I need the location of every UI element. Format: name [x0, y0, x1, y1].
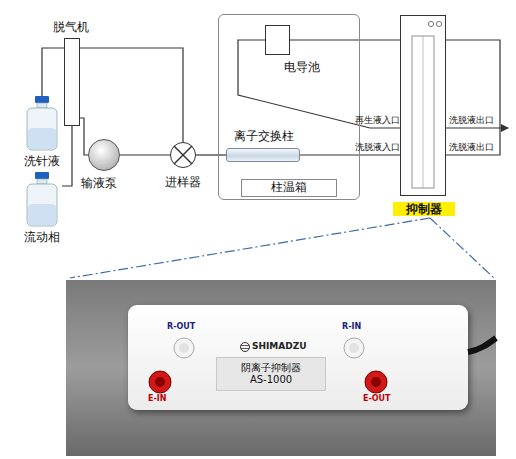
node-label: 柱温箱 — [241, 179, 337, 197]
cell-box: 电导池 — [265, 25, 290, 55]
brand-logo — [241, 343, 250, 352]
port-label: 洗脱液出口 — [449, 142, 494, 153]
port-label: 洗脱液出口 — [449, 115, 494, 126]
port-label: R-OUT — [167, 322, 195, 332]
pipe-connector — [120, 154, 170, 155]
node-label: 脱气机 — [53, 20, 89, 34]
suppressor-device: 阴离子抑制器 AS-1000 R-OUT SHIMADZU R-IN E-IN E-OUT — [128, 305, 468, 410]
injector-valve-symbol — [174, 146, 192, 164]
port-label: R-IN — [342, 322, 361, 332]
port-knob — [149, 338, 387, 393]
bottle: 洗针液 — [22, 96, 62, 168]
bottle-illustration — [27, 96, 57, 150]
node-label: 洗针液 — [14, 154, 70, 168]
port-label: E-OUT — [363, 394, 391, 404]
node-label: 进样器 — [165, 175, 201, 189]
node-label: 离子交换柱 — [204, 129, 324, 143]
leader-line — [70, 218, 430, 278]
node-label: 抑制器 — [393, 202, 455, 216]
pipe-connector — [300, 154, 400, 155]
pump-circle: 输液泵 — [88, 139, 120, 171]
column: 离子交换柱 — [226, 148, 300, 162]
bottle: 流动相 — [22, 172, 62, 244]
oven-box: 柱温箱 电导池离子交换柱 — [218, 14, 360, 200]
pipe-connector — [62, 126, 72, 186]
degasser-box: 脱气机 — [64, 38, 80, 126]
injector-circle: 进样器 — [170, 142, 196, 168]
pipe-connector — [196, 154, 226, 155]
cable — [468, 338, 496, 352]
suppressor-box: 抑制器 — [400, 15, 446, 196]
bottle-illustration — [27, 172, 57, 226]
pipe-connector — [290, 40, 500, 155]
pipe-connector — [42, 48, 64, 96]
leader-line — [430, 218, 494, 278]
photo-background — [66, 280, 496, 456]
outlet-pipe — [446, 127, 508, 128]
node-label: 输液泵 — [81, 176, 117, 190]
pipe-connector — [80, 118, 88, 155]
port-label: E-IN — [148, 394, 166, 404]
pipe-connector — [80, 48, 183, 142]
node-label: 电导池 — [284, 60, 320, 74]
node-label: 阴离子抑制器 AS-1000 — [216, 357, 326, 391]
pipe-connector — [238, 40, 400, 128]
port-label: 洗脱液入口 — [355, 142, 400, 153]
port-label: SHIMADZU — [252, 341, 307, 352]
node-label: 流动相 — [14, 230, 70, 244]
suppressor-detail — [412, 21, 442, 188]
port-label: 再生液入口 — [355, 115, 400, 126]
